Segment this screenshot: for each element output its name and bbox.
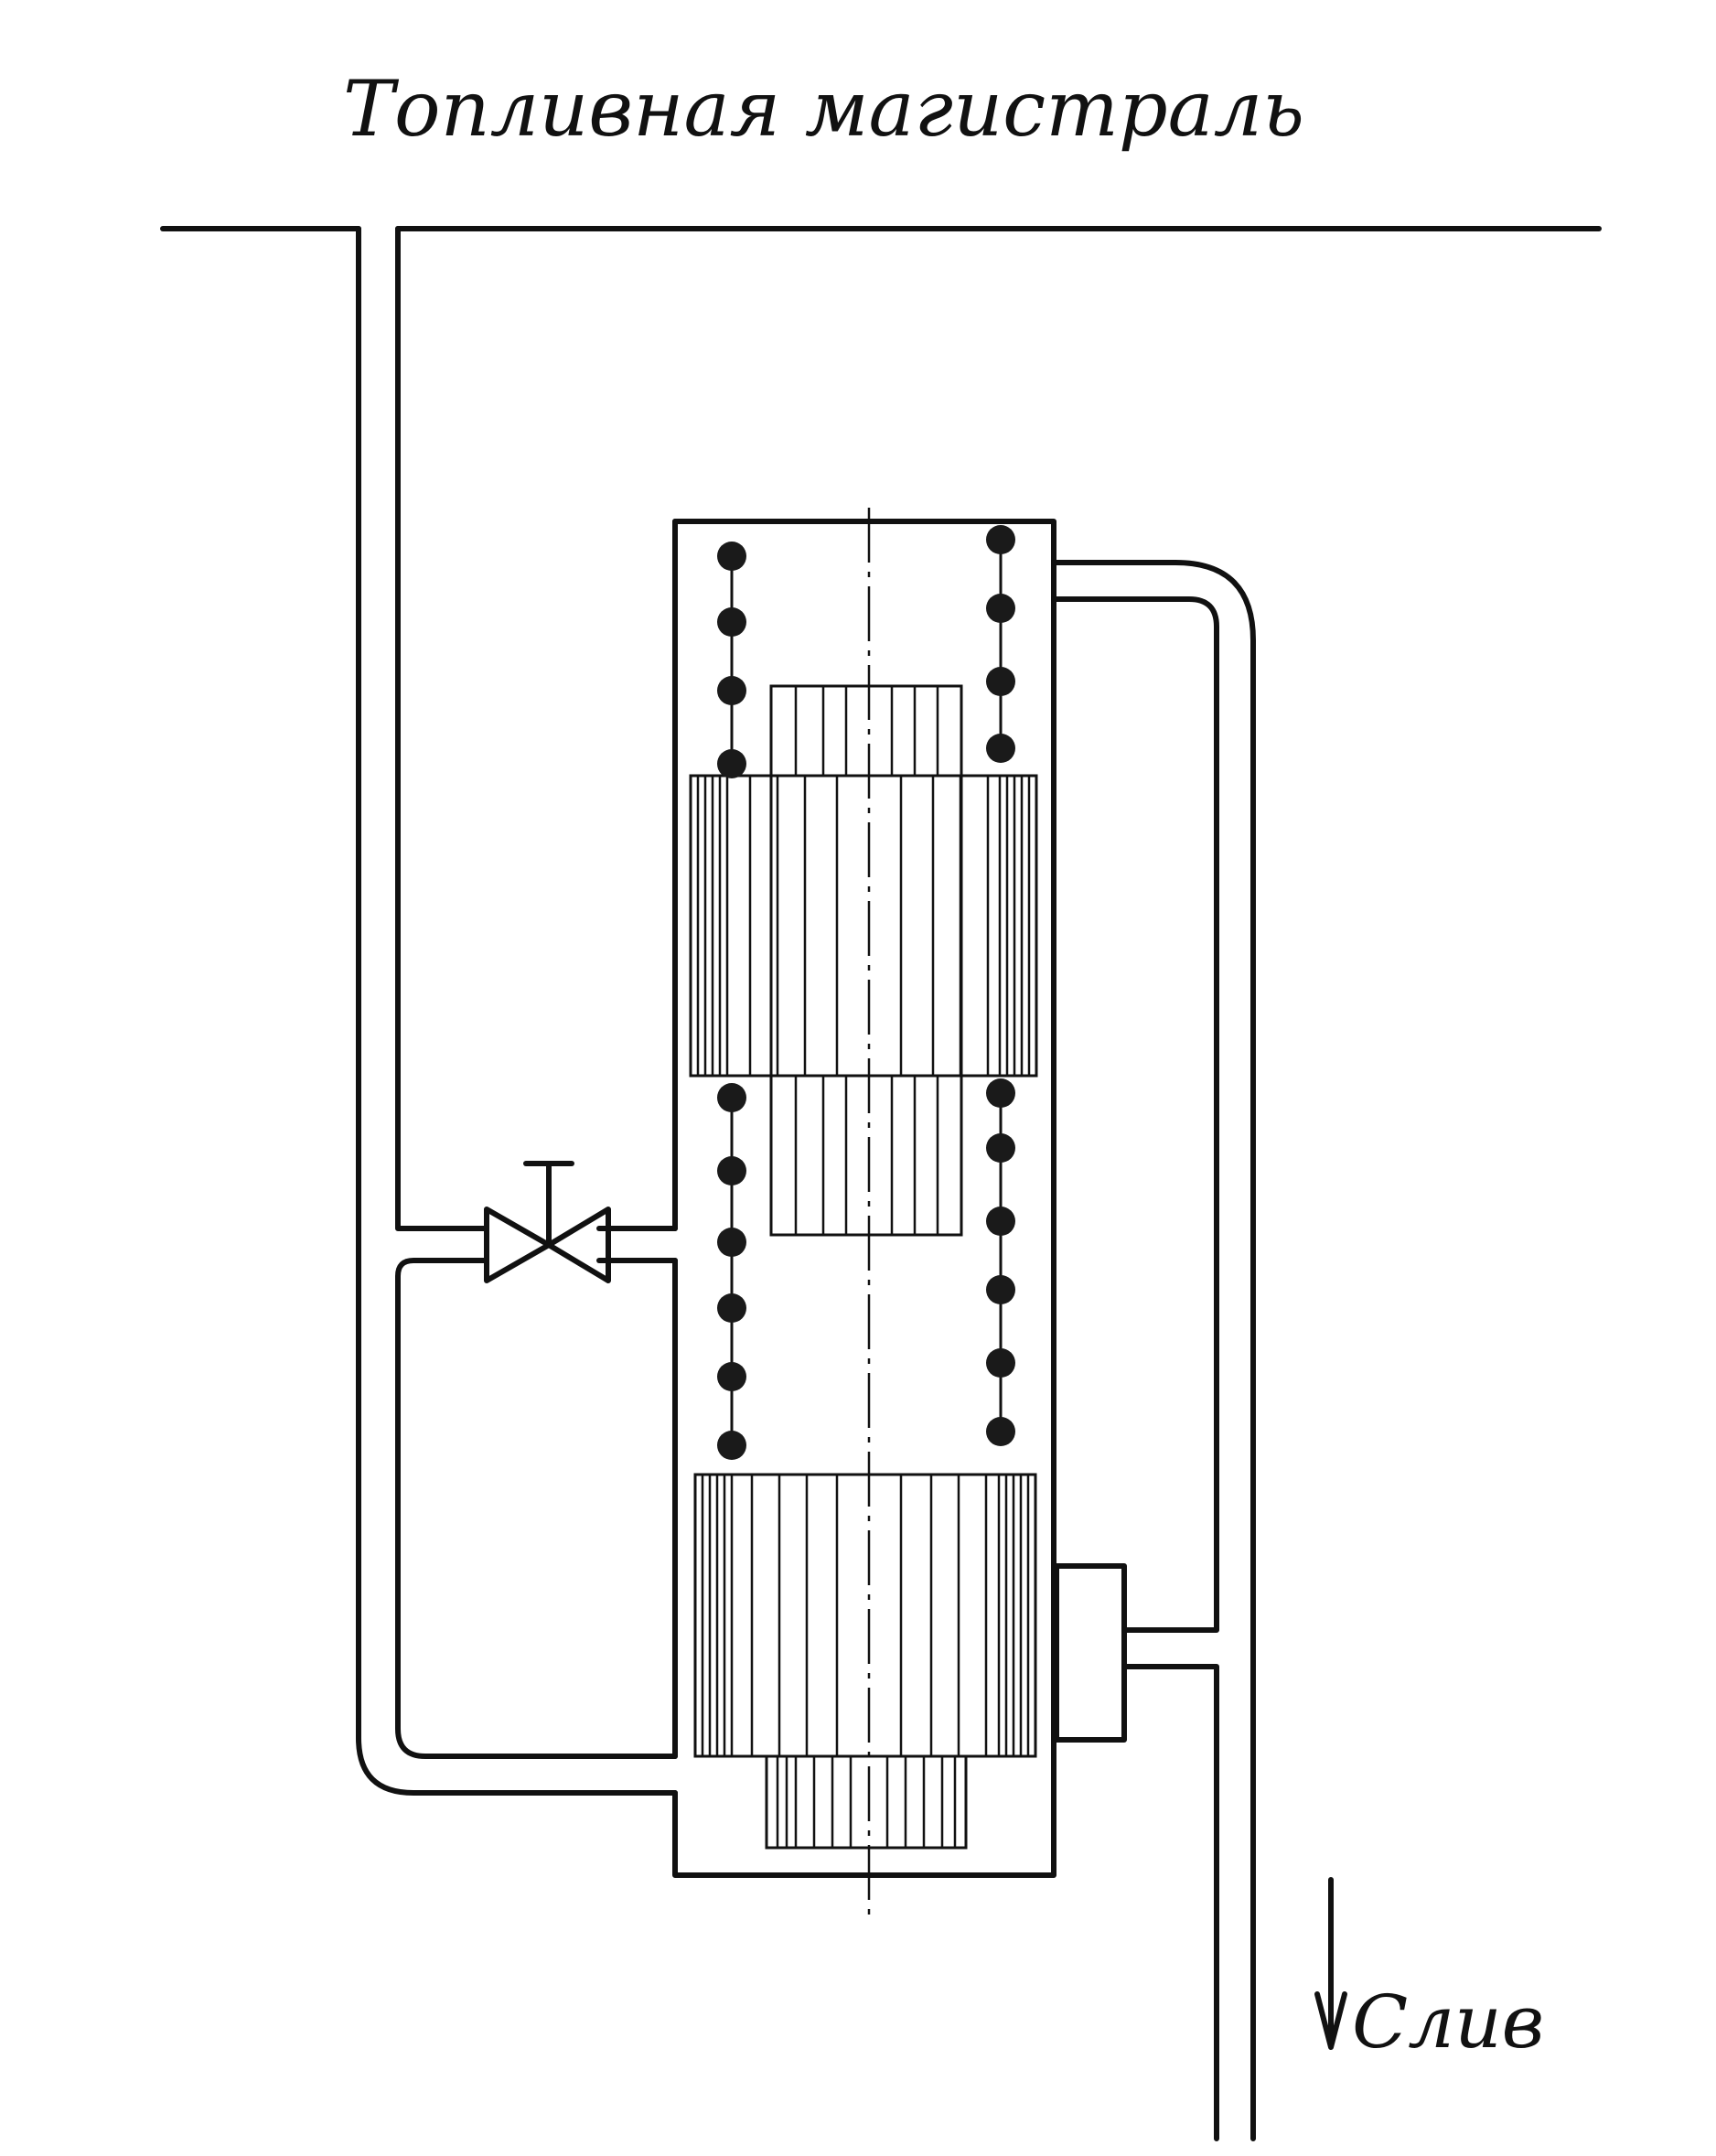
- chain-ball: [717, 1156, 746, 1185]
- drain-block: [1054, 1563, 1127, 1743]
- return-pipe: [1051, 560, 1256, 2141]
- chain-ball: [717, 1431, 746, 1460]
- diagram-title: Топливная магистраль: [343, 64, 1304, 154]
- chain-ball: [717, 1228, 746, 1257]
- chain-ball: [986, 594, 1015, 623]
- chain-ball: [717, 1293, 746, 1323]
- upper-rotor: [689, 774, 1038, 1078]
- chain-ball: [986, 1275, 1015, 1304]
- chain-ball: [717, 607, 746, 637]
- ball-chain-left: [717, 542, 746, 1460]
- chain-ball: [986, 1078, 1015, 1108]
- chain-ball: [986, 1348, 1015, 1378]
- chain-ball: [986, 667, 1015, 696]
- chain-ball: [717, 676, 746, 705]
- lower-shaft: [765, 1754, 968, 1850]
- lower-rotor: [693, 1473, 1037, 1758]
- chain-ball: [986, 734, 1015, 763]
- chain-ball: [986, 1417, 1015, 1446]
- drain-label: Слив: [1352, 1979, 1544, 2065]
- ball-chain-right: [986, 525, 1015, 1446]
- upper-shaft: [769, 684, 963, 1237]
- chain-ball: [717, 1083, 746, 1112]
- chain-ball: [986, 1207, 1015, 1236]
- supply-pipe: [356, 226, 678, 1796]
- drain-arrow-icon: [1314, 1877, 1347, 2050]
- pump-housing: [672, 519, 1056, 1878]
- chain-ball: [986, 525, 1015, 554]
- chain-ball: [717, 542, 746, 571]
- valve-icon: [484, 1161, 611, 1283]
- chain-ball: [717, 1362, 746, 1391]
- chain-ball: [986, 1133, 1015, 1163]
- chain-ball: [717, 749, 746, 778]
